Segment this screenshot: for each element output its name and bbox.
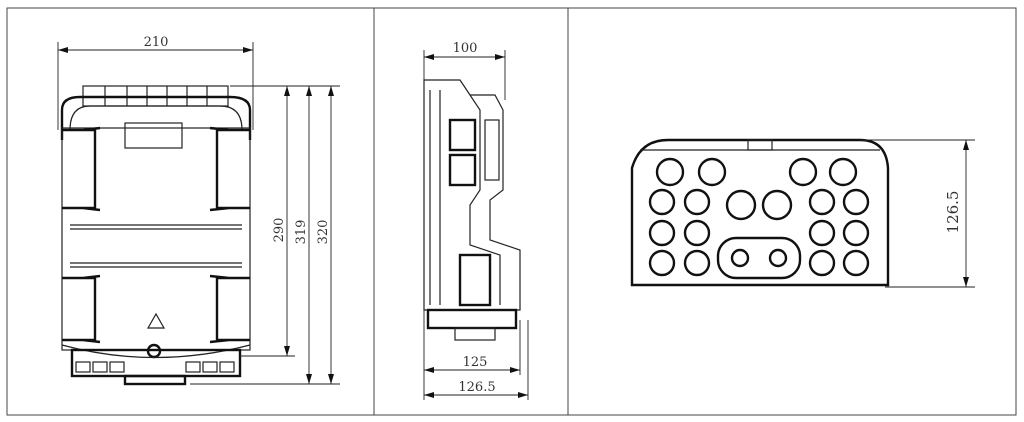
dimension-height-320: 320 xyxy=(316,220,331,245)
side-view: 100 125 126.5 xyxy=(423,41,529,400)
cable-ports xyxy=(648,157,870,280)
front-enclosure xyxy=(60,85,252,386)
drawing-frame xyxy=(6,7,1017,416)
dimension-depth-125: 125 xyxy=(463,355,488,370)
bottom-dimensions xyxy=(860,139,975,288)
warning-triangle-icon xyxy=(146,312,166,329)
side-dimensions xyxy=(423,50,529,400)
dimension-width-210: 210 xyxy=(144,35,169,50)
dimension-height-126-5: 126.5 xyxy=(944,191,962,234)
dimension-depth-126-5: 126.5 xyxy=(458,380,495,395)
front-dimensions xyxy=(57,42,340,385)
dimension-depth-100: 100 xyxy=(453,41,478,56)
dimension-height-319: 319 xyxy=(294,220,309,245)
bottom-enclosure xyxy=(630,138,890,287)
bottom-view: 126.5 xyxy=(630,138,975,288)
side-enclosure xyxy=(423,79,521,341)
front-view: 210 290 319 320 xyxy=(57,35,340,386)
dimension-height-290: 290 xyxy=(272,218,287,243)
